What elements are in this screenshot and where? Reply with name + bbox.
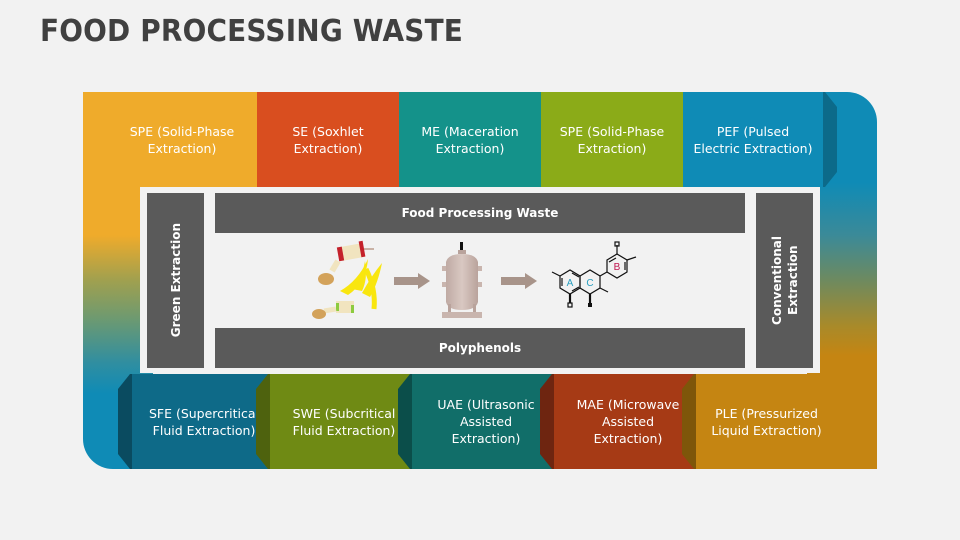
chevron-tab-icon	[540, 374, 554, 469]
ring-c-label: C	[586, 278, 593, 289]
method-label-line2: Assisted	[601, 414, 655, 429]
center-panel: Green Extraction Food Processing Waste P…	[140, 187, 820, 373]
method-label-line2: Assisted	[459, 414, 513, 429]
polyphenols-label: Polyphenols	[438, 341, 522, 355]
conventional-label-line1: Conventional	[769, 236, 784, 325]
method-label-line3: Extraction)	[451, 431, 521, 446]
method-label-line2: Extraction)	[577, 140, 647, 156]
method-label-line1: ME (Maceration	[421, 123, 519, 139]
method-label-line1: SPE (Solid-Phase	[129, 123, 235, 139]
arrow-right-icon	[501, 273, 537, 289]
food-processing-waste-bar: Food Processing Waste	[215, 193, 745, 233]
green-extraction-label: Green Extraction	[168, 223, 183, 338]
conventional-extraction-label: Conventional Extraction	[769, 236, 801, 325]
green-extraction-bar: Green Extraction	[147, 193, 204, 368]
ring-b-label: B	[614, 262, 621, 273]
method-label-line1: SFE (Supercritical	[148, 405, 260, 421]
page-title: FOOD PROCESSING WASTE	[40, 14, 464, 49]
method-label-line2: Fluid Extraction)	[152, 422, 256, 438]
method-label-line1: PLE (Pressurized	[715, 405, 818, 421]
chevron-tab-icon	[118, 374, 132, 469]
method-label-line1: UAE (Ultrasonic	[437, 397, 535, 412]
food-processing-waste-label: Food Processing Waste	[401, 206, 559, 220]
method-label-line1: SE (Soxhlet	[292, 123, 364, 139]
method-label-line1: PEF (Pulsed	[716, 123, 790, 139]
method-label-line2: Liquid Extraction)	[711, 422, 822, 438]
method-label-line2: Fluid Extraction)	[292, 422, 396, 438]
ring-a-label: A	[567, 278, 574, 289]
arrow-right-icon	[394, 273, 430, 289]
polyphenol-molecule-icon: A C B	[551, 241, 637, 308]
method-label-line2: Extraction)	[293, 140, 363, 156]
method-label-line1: SPE (Solid-Phase	[559, 123, 665, 139]
conventional-label-line2: Extraction	[785, 245, 800, 316]
conventional-extraction-bar: Conventional Extraction	[756, 193, 813, 368]
method-label-line2: Extraction)	[435, 140, 505, 156]
chevron-tab-icon	[823, 92, 837, 187]
method-label-line1: MAE (Microwave	[576, 397, 680, 412]
method-label-line1: SWE (Subcritical	[292, 405, 396, 421]
reactor-vessel-icon	[442, 242, 482, 318]
chevron-tab-icon	[398, 374, 412, 469]
food-waste-icon	[312, 240, 382, 319]
chevron-tab-icon	[682, 374, 696, 469]
chevron-tab-icon	[256, 374, 270, 469]
method-label-line2: Electric Extraction)	[693, 140, 813, 156]
method-label-line3: Extraction)	[593, 431, 663, 446]
polyphenols-bar: Polyphenols	[215, 328, 745, 368]
method-label-line2: Extraction)	[147, 140, 217, 156]
